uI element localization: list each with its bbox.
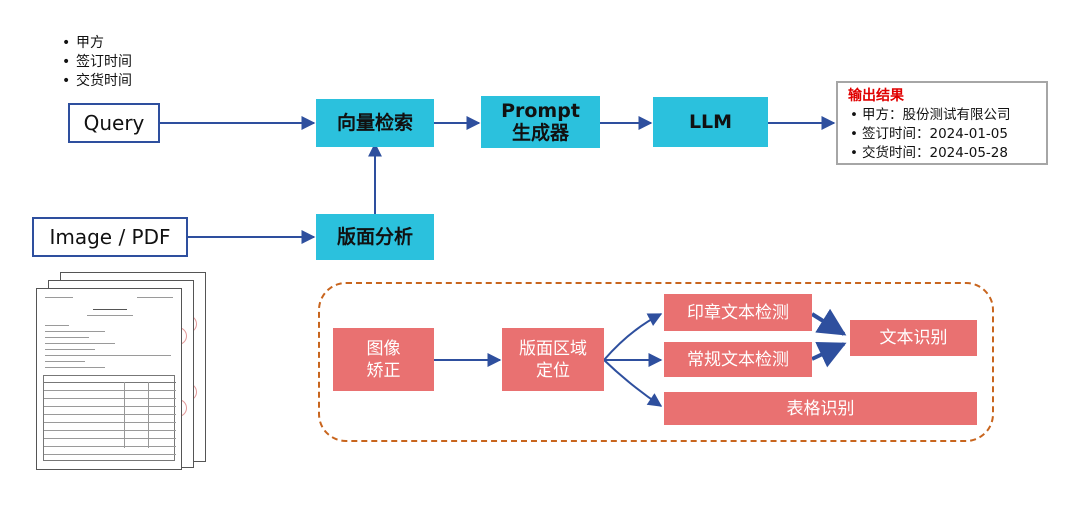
query-field-item: 签订时间 [62,53,132,72]
output-result-item: 甲方：股份测试有限公司 [850,106,1038,125]
document-stack-image [36,272,206,472]
prompt-generator-line2: 生成器 [511,122,569,144]
layout-analysis-box: 版面分析 [316,214,434,260]
output-result-item: 交货时间：2024-05-28 [850,144,1038,163]
seal-text-detect-box: 印章文本检测 [664,294,812,331]
vector-search-box: 向量检索 [316,99,434,147]
text-recognition-box: 文本识别 [850,320,977,356]
query-field-item: 交货时间 [62,72,132,91]
document-page-front [36,288,182,470]
region-locate-box: 版面区域 定位 [502,328,604,391]
region-locate-line1: 版面区域 [519,338,587,359]
output-result-list: 甲方：股份测试有限公司 签订时间：2024-01-05 交货时间：2024-05… [848,106,1038,163]
arrow-regular-to-recognition [811,342,847,368]
query-field-list: 甲方 签订时间 交货时间 [62,34,132,91]
document-table [43,375,176,461]
prompt-generator-box: Prompt 生成器 [481,96,600,148]
llm-box: LLM [653,97,768,147]
image-correction-box: 图像 矫正 [333,328,434,391]
output-result-title: 输出结果 [848,88,904,104]
image-correction-line2: 矫正 [366,360,401,381]
image-pdf-box: Image / PDF [32,217,188,257]
arrow-locate-to-seal [603,313,663,361]
image-correction-line1: 图像 [366,338,401,359]
region-locate-line2: 定位 [536,360,570,381]
table-recognition-box: 表格识别 [664,392,977,425]
arrow-locate-to-table [603,359,663,407]
query-field-item: 甲方 [62,34,132,53]
output-result-box: 输出结果 甲方：股份测试有限公司 签订时间：2024-01-05 交货时间：20… [836,81,1048,165]
arrow-seal-to-recognition [810,308,847,336]
query-box: Query [68,103,160,143]
prompt-generator-line1: Prompt [501,100,580,122]
regular-text-detect-box: 常规文本检测 [664,342,812,377]
ocr-pipeline-container [318,282,994,442]
output-result-item: 签订时间：2024-01-05 [850,125,1038,144]
